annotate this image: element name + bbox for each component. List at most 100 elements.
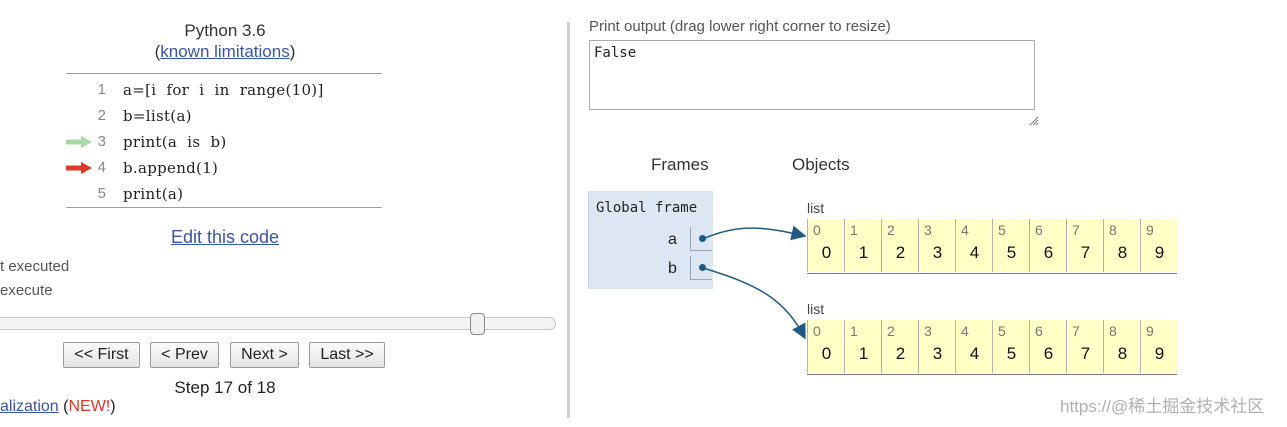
list-index: 4 bbox=[961, 323, 969, 339]
list-value: 5 bbox=[1006, 243, 1017, 262]
next-button[interactable]: Next > bbox=[230, 342, 299, 368]
var-name-a: a bbox=[668, 231, 677, 248]
pointer-arrow-a bbox=[702, 225, 807, 241]
step-slider-track[interactable] bbox=[0, 317, 556, 330]
code-line: 1 a=[i for i in range(10)] bbox=[66, 77, 386, 103]
list-value: 1 bbox=[858, 243, 869, 262]
list-type-label: list bbox=[807, 301, 825, 317]
resize-grip-icon[interactable] bbox=[1027, 114, 1039, 126]
bottom-note: alization (NEW!) bbox=[0, 398, 116, 415]
line-number: 5 bbox=[97, 185, 106, 202]
list-index: 1 bbox=[850, 222, 858, 238]
list-index: 6 bbox=[1035, 222, 1043, 238]
new-badge: NEW! bbox=[68, 398, 111, 415]
last-button[interactable]: Last >> bbox=[309, 342, 385, 368]
list-index: 0 bbox=[813, 323, 821, 339]
list-value: 2 bbox=[895, 243, 906, 262]
list-index: 7 bbox=[1072, 222, 1080, 238]
limitations-line: (known limitations) bbox=[154, 42, 296, 61]
list-index: 0 bbox=[813, 222, 821, 238]
list-value: 2 bbox=[895, 344, 906, 363]
line-number: 3 bbox=[97, 133, 106, 150]
step-counter: Step 17 of 18 bbox=[174, 378, 276, 397]
var-pointer-cell bbox=[690, 256, 712, 280]
list-index: 3 bbox=[924, 323, 932, 339]
line-number: 4 bbox=[97, 159, 106, 176]
list-value: 5 bbox=[1006, 344, 1017, 363]
next-line-arrow-icon bbox=[66, 162, 92, 174]
objects-header: Objects bbox=[792, 155, 850, 174]
code-line: 3 print(a is b) bbox=[66, 129, 386, 155]
list-value: 9 bbox=[1154, 243, 1165, 262]
code-line: 2 b=list(a) bbox=[66, 103, 386, 129]
list-value: 4 bbox=[969, 344, 980, 363]
list-value: 0 bbox=[821, 344, 832, 363]
print-output-label: Print output (drag lower right corner to… bbox=[589, 18, 891, 35]
list-index: 5 bbox=[998, 222, 1006, 238]
list-index: 2 bbox=[887, 323, 895, 339]
list-index: 1 bbox=[850, 323, 858, 339]
list-index: 5 bbox=[998, 323, 1006, 339]
pointer-arrow-b bbox=[702, 267, 806, 340]
list-index: 8 bbox=[1109, 323, 1117, 339]
pointer-dot bbox=[699, 264, 706, 271]
frames-header: Frames bbox=[651, 155, 709, 174]
list-index: 7 bbox=[1072, 323, 1080, 339]
list-index: 9 bbox=[1146, 323, 1154, 339]
list-index: 2 bbox=[887, 222, 895, 238]
list-value: 4 bbox=[969, 243, 980, 262]
step-slider-handle[interactable] bbox=[470, 313, 485, 335]
list-value: 6 bbox=[1043, 344, 1054, 363]
list-value: 3 bbox=[932, 344, 943, 363]
list-index: 3 bbox=[924, 222, 932, 238]
prev-button[interactable]: < Prev bbox=[150, 342, 219, 368]
code-line: 4 b.append(1) bbox=[66, 155, 386, 181]
code-bottom-divider bbox=[66, 207, 382, 208]
list-value: 6 bbox=[1043, 243, 1054, 262]
var-name-b: b bbox=[668, 260, 677, 277]
global-frame bbox=[588, 191, 713, 289]
edit-code-link[interactable]: Edit this code bbox=[170, 227, 280, 247]
list-value: 3 bbox=[932, 243, 943, 262]
code-top-divider bbox=[66, 73, 382, 74]
list-index: 4 bbox=[961, 222, 969, 238]
list-value: 1 bbox=[858, 344, 869, 363]
watermark: https://@稀土掘金技术社区 bbox=[1060, 397, 1265, 416]
list-value: 0 bbox=[821, 243, 832, 262]
list-value: 8 bbox=[1117, 344, 1128, 363]
code-text: b.append(1) bbox=[123, 159, 219, 177]
language-header: Python 3.6 (known limitations) bbox=[0, 20, 450, 62]
list-index: 8 bbox=[1109, 222, 1117, 238]
print-output-box[interactable]: False bbox=[589, 40, 1035, 110]
prev-line-arrow-icon bbox=[66, 136, 92, 148]
list-value: 9 bbox=[1154, 344, 1165, 363]
visualization-link[interactable]: alization bbox=[0, 398, 59, 415]
first-button[interactable]: << First bbox=[63, 342, 140, 368]
code-text: print(a) bbox=[123, 185, 184, 203]
list-index: 6 bbox=[1035, 323, 1043, 339]
line-number: 2 bbox=[97, 107, 106, 124]
known-limitations-link[interactable]: known limitations bbox=[160, 42, 290, 61]
pointer-dot bbox=[699, 235, 706, 242]
list-value: 7 bbox=[1080, 344, 1091, 363]
code-text: print(a is b) bbox=[123, 133, 227, 151]
language-label: Python 3.6 bbox=[184, 21, 266, 40]
global-frame-title: Global frame bbox=[596, 200, 698, 216]
